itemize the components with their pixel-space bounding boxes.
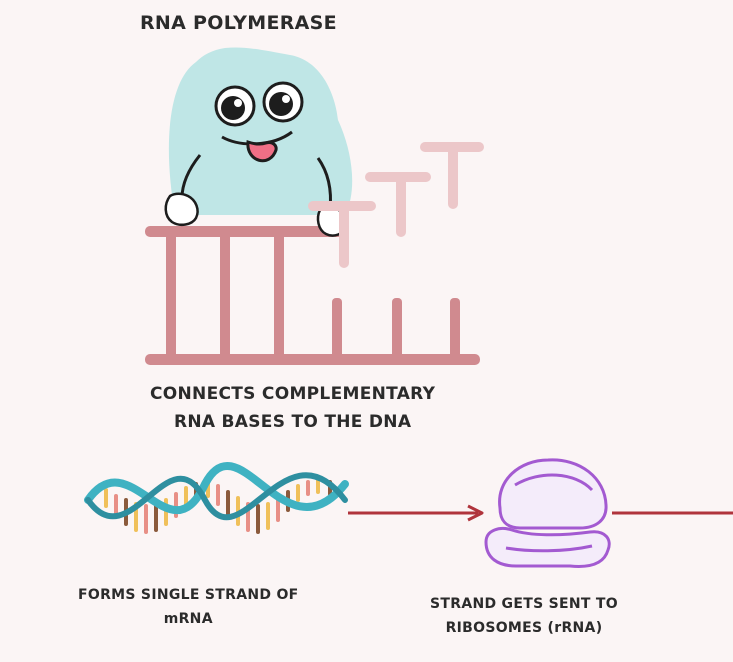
rna-base-icon bbox=[308, 142, 484, 268]
caption-connects-line2: RNA BASES TO THE DNA bbox=[173, 412, 412, 432]
rna-polymerase-mascot-icon bbox=[168, 47, 353, 216]
caption-connects: CONNECTS COMPLEMENTARY RNA BASES TO THE … bbox=[150, 380, 435, 436]
caption-mrna: FORMS SINGLE STRAND OF mRNA bbox=[78, 583, 299, 631]
caption-ribosome: STRAND GETS SENT TO RIBOSOMES (rRNA) bbox=[430, 592, 618, 640]
caption-mrna-line2: mRNA bbox=[163, 611, 213, 627]
diagram-title: RNA POLYMERASE bbox=[140, 12, 337, 34]
dna-ladder-icon bbox=[145, 226, 480, 365]
caption-ribosome-line2: RIBOSOMES (rRNA) bbox=[445, 620, 603, 636]
caption-ribosome-line1: STRAND GETS SENT TO bbox=[430, 596, 618, 612]
arrow-icon bbox=[348, 504, 484, 522]
caption-mrna-line1: FORMS SINGLE STRAND OF bbox=[78, 587, 299, 603]
ribosome-icon bbox=[484, 458, 611, 568]
caption-connects-line1: CONNECTS COMPLEMENTARY bbox=[150, 384, 436, 404]
dna-helix-icon bbox=[84, 462, 349, 534]
